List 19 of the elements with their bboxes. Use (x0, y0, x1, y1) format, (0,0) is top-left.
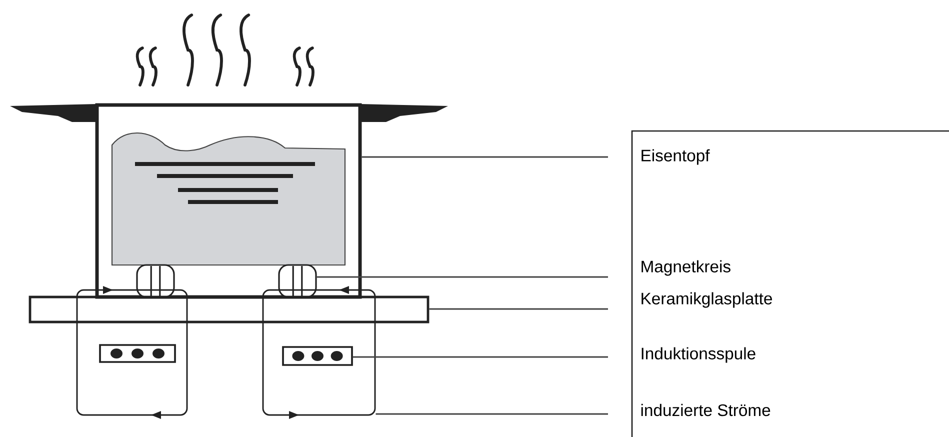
label-text: Induktionsspule (642, 347, 756, 363)
label-text: Magnetkreis (642, 260, 730, 276)
coil (278, 264, 317, 298)
leader-line (429, 308, 608, 310)
label-box (631, 130, 949, 437)
current-loop (76, 286, 188, 419)
leader-line (376, 413, 608, 415)
pot (10, 103, 448, 299)
ceramic-plate (28, 296, 430, 324)
label-text: Eisentopf (642, 149, 710, 165)
leader-line (362, 156, 608, 158)
leader-line (352, 356, 608, 358)
induction-coil (99, 344, 176, 363)
leader-line (316, 276, 608, 278)
label-text: induzierte Ströme (641, 404, 770, 416)
induction-coil (282, 346, 353, 366)
label-text: Keramikglasplatte (642, 292, 772, 308)
current-loop (262, 286, 376, 419)
coil (136, 264, 175, 298)
